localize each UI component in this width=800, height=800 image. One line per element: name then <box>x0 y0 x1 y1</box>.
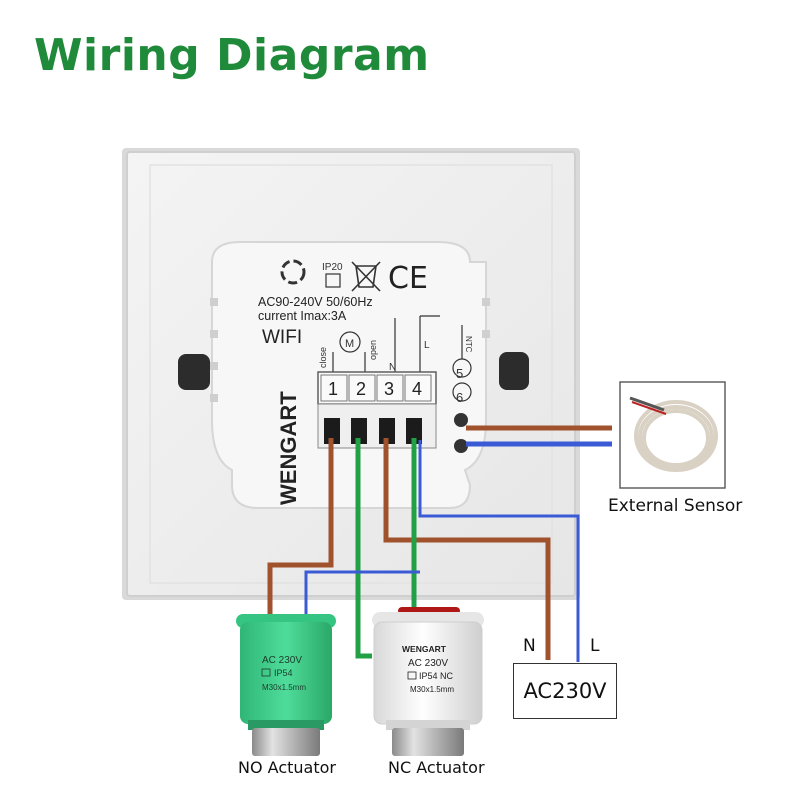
ce-mark: CE <box>388 261 428 296</box>
terminal-numbers: 1 2 3 4 <box>320 374 432 402</box>
neutral-wire-label: N <box>523 636 536 656</box>
no-actuator-label: NO Actuator <box>238 758 336 777</box>
terminal-5: 5 <box>456 366 463 381</box>
no-actuator-ip: IP54 <box>274 668 293 678</box>
motor-symbol-label: M <box>345 338 354 350</box>
terminal-1: 1 <box>328 379 338 399</box>
nc-actuator-thread: M30x1.5mm <box>410 685 454 694</box>
neutral-label: N <box>389 362 396 373</box>
external-sensor <box>619 381 726 489</box>
terminal-schematic <box>332 315 472 402</box>
nc-actuator-brand: WENGART <box>402 644 447 654</box>
no-actuator-thread: M30x1.5mm <box>262 683 306 692</box>
wire-terminal1-brown <box>267 438 334 622</box>
wire-terminal2-green <box>355 438 372 659</box>
terminal-3: 3 <box>384 379 394 399</box>
thin-wires <box>304 440 580 662</box>
current-rating-text: current Imax:3A <box>258 309 347 323</box>
weee-bin-icon <box>351 261 381 292</box>
double-insulation-icon <box>325 273 341 288</box>
wire-no-actuator-blue <box>304 570 420 622</box>
ip-rating-label: IP20 <box>322 262 343 273</box>
close-label: close <box>318 347 328 368</box>
nc-actuator-ip: IP54 NC <box>419 671 454 681</box>
wire-terminal4-blue <box>418 440 580 662</box>
external-sensor-label: External Sensor <box>608 496 743 516</box>
nc-actuator-label: NC Actuator <box>388 758 485 777</box>
no-actuator-nut <box>252 728 320 756</box>
mounting-hole-right <box>499 352 529 390</box>
live-label: L <box>424 340 430 351</box>
power-supply-box: AC230V <box>513 663 617 719</box>
terminal-2: 2 <box>356 379 366 399</box>
terminal-4: 4 <box>412 379 422 399</box>
page-title: Wiring Diagram <box>34 30 430 81</box>
mounting-hole-left <box>178 354 210 390</box>
no-actuator-voltage: AC 230V <box>262 655 302 666</box>
wifi-label: WIFI <box>262 327 302 348</box>
brand-label: WENGART <box>276 391 301 505</box>
live-wire-label: L <box>590 636 600 656</box>
recycle-icon <box>280 259 306 285</box>
nc-actuator: WENGART AC 230V IP54 NC M30x1.5mm <box>372 607 484 756</box>
ntc-label: NTC <box>464 336 473 353</box>
terminal-6: 6 <box>456 390 463 405</box>
no-actuator: AC 230V IP54 M30x1.5mm <box>236 614 336 756</box>
nc-actuator-voltage: AC 230V <box>408 658 448 669</box>
wire-terminal3-brown <box>383 438 551 660</box>
open-label: open <box>368 340 378 360</box>
control-module: IP20 CE AC90-240V 50/60Hz current Imax:3… <box>210 241 490 509</box>
nc-actuator-nut <box>392 728 464 756</box>
voltage-rating-text: AC90-240V 50/60Hz <box>258 295 373 309</box>
